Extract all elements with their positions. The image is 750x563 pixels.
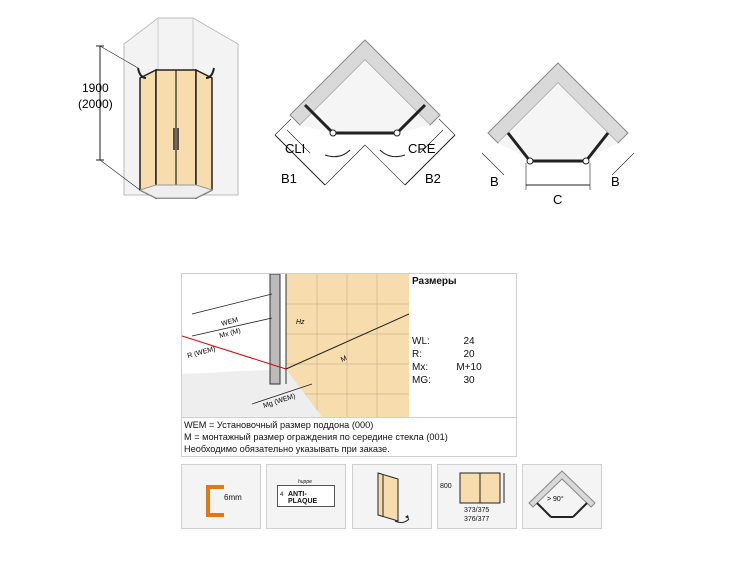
b-left-label: B [490, 174, 499, 189]
dim-key: MG: [412, 375, 431, 386]
installation-panel: WEM Mx (M) R (WEM) Hz M Mg (WEM) Размеры… [181, 273, 517, 457]
dim-value: M+10 [456, 362, 482, 373]
tile-angle: > 90° [522, 464, 602, 529]
coating-label: ANTI-PLAQUE [288, 491, 318, 505]
note-order: Необходимо обязательно указывать при зак… [184, 444, 390, 454]
shower-enclosure-figure: 1900 (2000) [78, 17, 239, 200]
height-label: 1900 [82, 81, 109, 95]
tile-size-range: 800 373/375 376/377 [437, 464, 517, 529]
installation-drawing: WEM Mx (M) R (WEM) Hz M Mg (WEM) [182, 274, 409, 417]
dim-value: 20 [463, 349, 475, 360]
b2-label: B2 [425, 171, 441, 186]
dim-key: Mx: [412, 362, 429, 373]
size-range-icon [459, 472, 505, 504]
cre-label: CRE [408, 141, 436, 156]
panel-divider [182, 417, 516, 418]
dim-value: 30 [463, 375, 475, 386]
plan-view-sizes: B B C [481, 62, 635, 207]
door-swing-icon [377, 472, 410, 524]
dimensions-table: Размеры WL: 24 R: 20 Mx: M+10 MG: 30 [409, 274, 516, 417]
tile-anti-plaque: huppe 4 ANTI-PLAQUE [266, 464, 346, 529]
glass-bracket-icon [206, 485, 224, 517]
anti-plaque-badge: huppe 4 ANTI-PLAQUE [277, 479, 335, 507]
hz-label: Hz [296, 319, 305, 326]
cli-label: CLI [285, 141, 305, 156]
note-m: M = монтажный размер ограждения по серед… [184, 432, 448, 442]
b-right-label: B [611, 174, 620, 189]
tile-glass-thickness: 6mm [181, 464, 261, 529]
angle-icon: > 90° [528, 470, 596, 518]
coating-prefix: 4 [280, 492, 284, 498]
size-codes-1: 373/375 [464, 507, 490, 514]
height-alt-label: (2000) [78, 97, 113, 111]
note-wem: WEM = Установочный размер поддона (000) [184, 420, 374, 430]
m-label: M [340, 355, 348, 364]
c-label: C [553, 192, 562, 207]
coating-brand: huppe [298, 479, 312, 485]
dim-key: R: [412, 349, 422, 360]
dim-value: 24 [463, 336, 475, 347]
glass-thickness-label: 6mm [224, 493, 242, 502]
dim-key: WL: [412, 336, 430, 347]
plan-view-hinged: CLI CRE B1 B2 [274, 39, 456, 186]
dimensions-title: Размеры [412, 276, 457, 287]
tile-door-swing [352, 464, 432, 529]
wem-label: WEM [221, 317, 239, 328]
r-label: R (WEM) [187, 346, 217, 360]
angle-label: > 90° [547, 495, 564, 503]
b1-label: B1 [281, 171, 297, 186]
size-codes-2: 376/377 [464, 516, 490, 523]
size-height-label: 800 [440, 483, 452, 490]
